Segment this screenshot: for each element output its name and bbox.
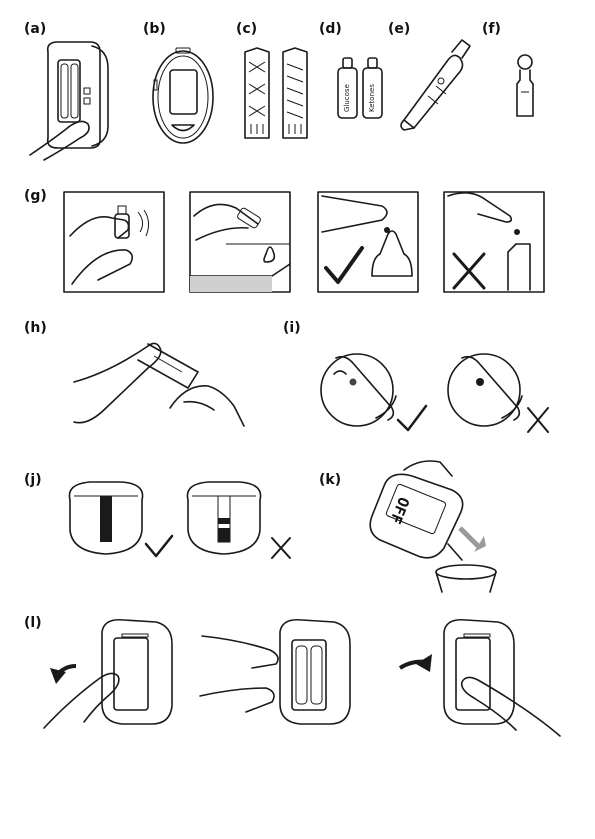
meter-battery-illustration	[30, 42, 108, 160]
meter-display-off: OFF	[386, 495, 413, 527]
control-vials-illustration: Glucose Ketones	[338, 58, 382, 118]
strip-handling-illustration	[74, 343, 244, 426]
battery-cover-replace	[400, 620, 560, 736]
vial-ketones-label: Ketones	[368, 84, 376, 112]
test-strips-illustration	[245, 48, 307, 138]
control-solution-correct	[318, 192, 418, 292]
control-solution-step-1	[64, 192, 164, 292]
lancing-device-illustration	[401, 40, 470, 130]
lancet-illustration	[517, 55, 533, 116]
control-solution-incorrect	[444, 192, 544, 292]
meter-front-illustration	[153, 48, 213, 143]
finger-sample-correct	[321, 354, 426, 430]
battery-insert	[200, 620, 350, 724]
control-solution-step-2	[190, 192, 290, 292]
vial-glucose-label: Glucose	[343, 84, 351, 112]
battery-cover-remove	[44, 620, 172, 728]
strip-fill-incorrect	[187, 482, 290, 558]
strip-eject-illustration: OFF	[370, 461, 496, 592]
finger-sample-incorrect	[448, 354, 548, 432]
strip-fill-correct	[69, 482, 172, 556]
